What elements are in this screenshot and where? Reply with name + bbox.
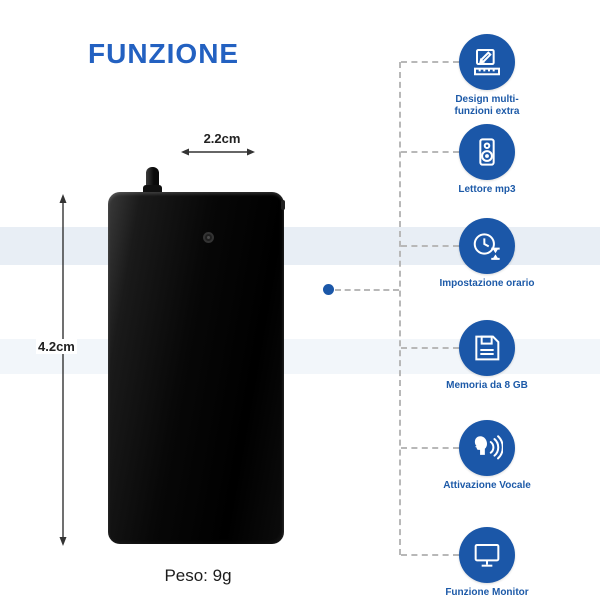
device-mic-hole: [203, 232, 214, 243]
connector-device-dot: [323, 284, 334, 295]
monitor-icon: [474, 544, 500, 567]
device-side-notch: [281, 200, 285, 210]
connector-vertical-line: [399, 62, 401, 555]
feature-badge-voice: [459, 420, 515, 476]
feature-badge-mp3: [459, 124, 515, 180]
connector-branch-4: [401, 347, 459, 349]
feature-label-time: Impostazione orario: [439, 278, 535, 289]
connector-device-line: [335, 289, 399, 291]
height-dimension-label: 4.2cm: [36, 339, 77, 354]
connector-branch-2: [401, 151, 459, 153]
width-dimension-label: 2.2cm: [203, 131, 241, 146]
device-image: [108, 192, 284, 544]
device-knob-collar: [143, 185, 162, 194]
feature-badge-time: [459, 218, 515, 274]
memory-disk-icon: [475, 335, 500, 361]
design-tools-icon: [474, 49, 500, 76]
weight-label: Peso: 9g: [164, 566, 232, 585]
feature-label-voice: Attivazione Vocale: [443, 480, 531, 491]
voice-activation-icon: [474, 435, 503, 460]
feature-label-memory: Memoria da 8 GB: [446, 380, 528, 391]
connector-branch-1: [401, 61, 459, 63]
connector-branch-3: [401, 245, 459, 247]
feature-label-design: Design multi-funzioni extra: [454, 94, 520, 117]
feature-label-monitor: Funzione Monitor: [445, 587, 529, 598]
feature-label-mp3: Lettore mp3: [458, 184, 516, 195]
connector-branch-6: [401, 554, 459, 556]
time-setting-icon: [473, 233, 500, 260]
feature-badge-memory: [459, 320, 515, 376]
width-dimension-arrow: [181, 148, 255, 156]
height-dimension-arrow: [59, 194, 67, 546]
connector-branch-5: [401, 447, 459, 449]
speaker-icon: [479, 138, 495, 166]
feature-badge-monitor: [459, 527, 515, 583]
page-title: FUNZIONE: [88, 38, 240, 69]
feature-badge-design: [459, 34, 515, 90]
